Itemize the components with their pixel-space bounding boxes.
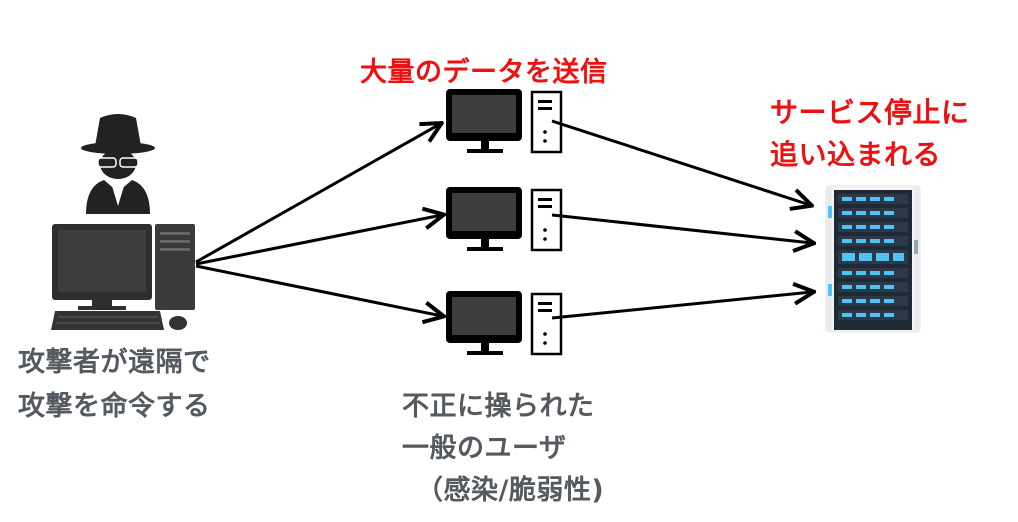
service-stop-label: サービス停止に 追い込まれる [770, 92, 970, 176]
victim-label: 不正に操られた 一般のユーザ （感染/脆弱性) [402, 386, 604, 512]
arrow-bot-2-to-server [551, 213, 812, 243]
attacker-label-line-2: 攻撃を命令する [18, 391, 211, 422]
arrow-bot-3-to-server [551, 292, 812, 320]
send-label: 大量のデータを送信 [360, 57, 608, 88]
arrow-bot-1-to-server [551, 119, 810, 205]
service-stop-label-line-1: サービス停止に [770, 96, 970, 129]
bot-computer-icon [446, 89, 563, 154]
victim-label-line-1: 不正に操られた [402, 391, 595, 422]
service-stop-label-line-2: 追い込まれる [770, 138, 942, 171]
bot-computer-icon [446, 187, 563, 252]
arrows [195, 119, 812, 320]
arrow-attacker-to-bot-1 [195, 124, 440, 264]
arrow-attacker-to-bot-3 [195, 264, 442, 316]
victim-label-line-3: （感染/脆弱性) [416, 475, 605, 506]
attacker-label: 攻撃者が遠隔で 攻撃を命令する [18, 341, 211, 429]
attacker-computer-icon [51, 224, 195, 330]
attacker-label-line-1: 攻撃者が遠隔で [18, 347, 211, 378]
bot-computer-icon [446, 291, 563, 356]
hacker-icon [81, 114, 155, 214]
arrow-attacker-to-bot-2 [195, 215, 442, 266]
server-rack-icon [825, 185, 921, 333]
victim-label-line-2: 一般のユーザ [402, 433, 567, 464]
